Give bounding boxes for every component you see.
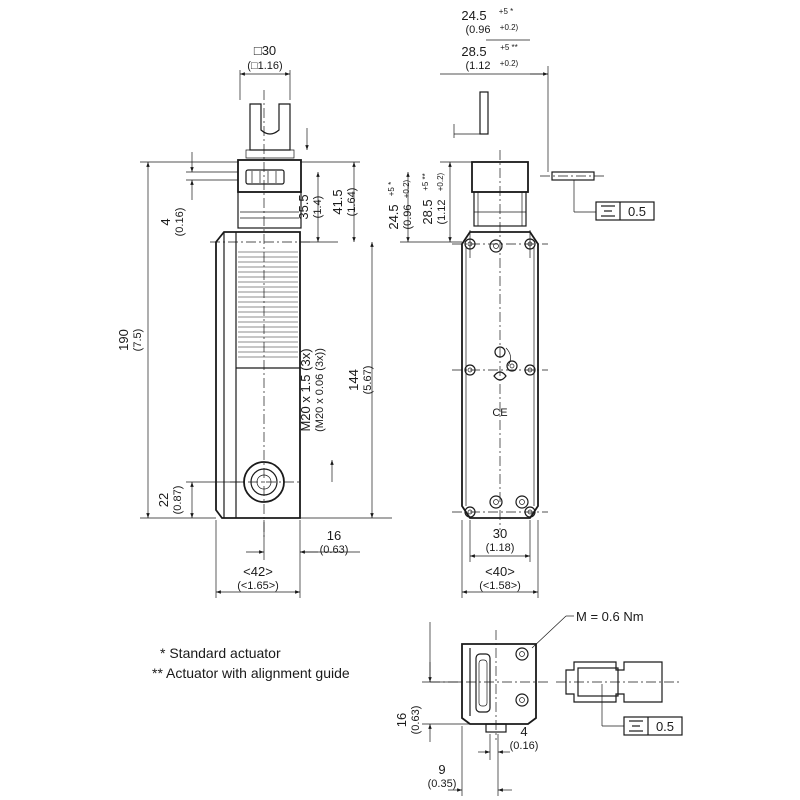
dim-label-inch: (1.64) [346,188,358,217]
dim-label-inch: (0.96 [402,204,414,229]
dim-label-inch: (<1.65>) [237,580,279,592]
dim-tolerance: +5 * [499,7,513,16]
dim-label-inch: (7.5) [132,329,144,352]
dim-16-bottom: 16 (0.63) [394,622,470,742]
actuator-plate [453,91,489,138]
dim-label-inch: (1.12 [436,199,448,224]
screw [489,239,503,253]
front-view: CE [452,150,548,530]
dim-tolerance-inch: +0.2) [500,59,519,68]
dim-label-inch: (0.63) [320,544,349,556]
dim-4-left: 4 (0.16) [158,152,238,236]
dim-30: 30 (1.18) [469,520,531,562]
dim-label-inch: (0.16) [174,208,186,237]
symmetry-icon [629,720,643,732]
dim-label: 41.5 [330,189,345,214]
switch-body-side [215,231,301,519]
dim-label: M20 x 1.5 (3x) [298,348,313,431]
dim-label-inch: (0.87) [172,486,184,515]
dim-4-bottom: 4 (0.16) [478,724,538,760]
actuator-end-view [540,171,604,213]
ribbed-grip [238,251,298,358]
tolerance-value: 0.5 [656,719,674,734]
actuator-alignment-guide [556,661,680,727]
dim-label: 24.5 [386,204,401,229]
dim-tolerance: +5 ** [421,173,430,191]
legend-alignment-actuator: ** Actuator with alignment guide [152,665,350,681]
screw [515,647,529,661]
dim-label: 22 [156,493,171,507]
screw [515,495,529,509]
dim-label: 4 [520,724,527,739]
dim-label: 35.5 [296,194,311,219]
dim-label-inch: (1.4) [312,196,324,219]
dim-label-inch: (1.18) [486,542,515,554]
dim-label: □30 [254,43,276,58]
dim-label-inch: (<1.58>) [479,580,521,592]
legend: * Standard actuator ** Actuator with ali… [152,645,350,681]
dim-41-5: 41.5 (1.64) [300,161,360,242]
dim-label-inch: (□1.16) [247,60,282,72]
dim-label-inch: (5.67) [362,366,374,395]
dim-label: <42> [243,564,273,579]
dim-tolerance-inch: +0.2) [500,23,519,32]
dim-m20-thread: M20 x 1.5 (3x) (M20 x 0.06 (3x)) [298,348,334,482]
side-view [210,90,310,540]
screw [489,495,503,509]
dim-label: 28.5 [461,44,486,59]
actuator-fork [245,103,295,159]
dim-top-actuator: 24.5 +5 * (0.96 +0.2) 28.5 +5 ** (1.12 +… [440,7,549,172]
dim-9-bottom: 9 (0.35) [428,726,512,796]
dim-label-inch: (0.35) [428,778,457,790]
tolerance-value: 0.5 [628,204,646,219]
dim-label-inch: (1.12 [465,60,490,72]
dim-label-inch: (0.63) [410,706,422,735]
dim-40: <40> (<1.58>) [461,520,539,598]
dim-tolerance-inch: +0.2) [436,172,445,191]
dim-label: 16 [327,528,341,543]
dim-label-inch: (0.96 [465,24,490,36]
ce-mark-icon: CE [492,407,507,419]
dim-190: 190 (7.5) [116,161,238,519]
symmetry-tolerance-a: 0.5 [595,201,655,221]
dim-label: 144 [346,369,361,391]
dim-label: 16 [394,713,409,727]
screw [515,693,529,707]
torque-text: M = 0.6 Nm [576,609,644,624]
screw [506,360,518,372]
dim-label: 4 [158,218,173,225]
dim-label: 190 [116,329,131,351]
symmetry-tolerance-b: 0.5 [623,716,683,736]
dim-square-30: □30 (□1.16) [239,43,291,100]
switch-head-side [237,159,302,229]
dim-24-5-vertical: 24.5 +5 * (0.96 +0.2) [386,172,462,243]
dim-tolerance-inch: +0.2) [402,179,411,198]
dim-label: <40> [485,564,515,579]
dim-tolerance: +5 ** [500,43,518,52]
dim-label-inch: (0.16) [510,740,539,752]
dim-16-side: 16 (0.63) [246,520,360,560]
dim-28-5-vertical: 28.5 +5 ** (1.12 +0.2) [420,161,472,242]
switch-body-front [461,231,539,519]
dim-35-5: 35.5 (1.4) [296,172,338,243]
dim-label: 30 [493,526,507,541]
dim-22: 22 (0.87) [156,481,244,518]
dim-tolerance: +5 * [387,182,396,196]
symmetry-icon [601,205,615,217]
dim-label: 24.5 [461,8,486,23]
dim-label-inch: (M20 x 0.06 (3x)) [314,348,326,432]
dim-label: 28.5 [420,199,435,224]
top-view-head [430,630,550,740]
torque-label: M = 0.6 Nm [531,609,644,649]
dim-label: 9 [438,762,445,777]
dim-42: <42> (<1.65>) [215,520,301,598]
legend-standard-actuator: * Standard actuator [160,645,281,661]
dim-144: 144 (5.67) [300,242,392,519]
